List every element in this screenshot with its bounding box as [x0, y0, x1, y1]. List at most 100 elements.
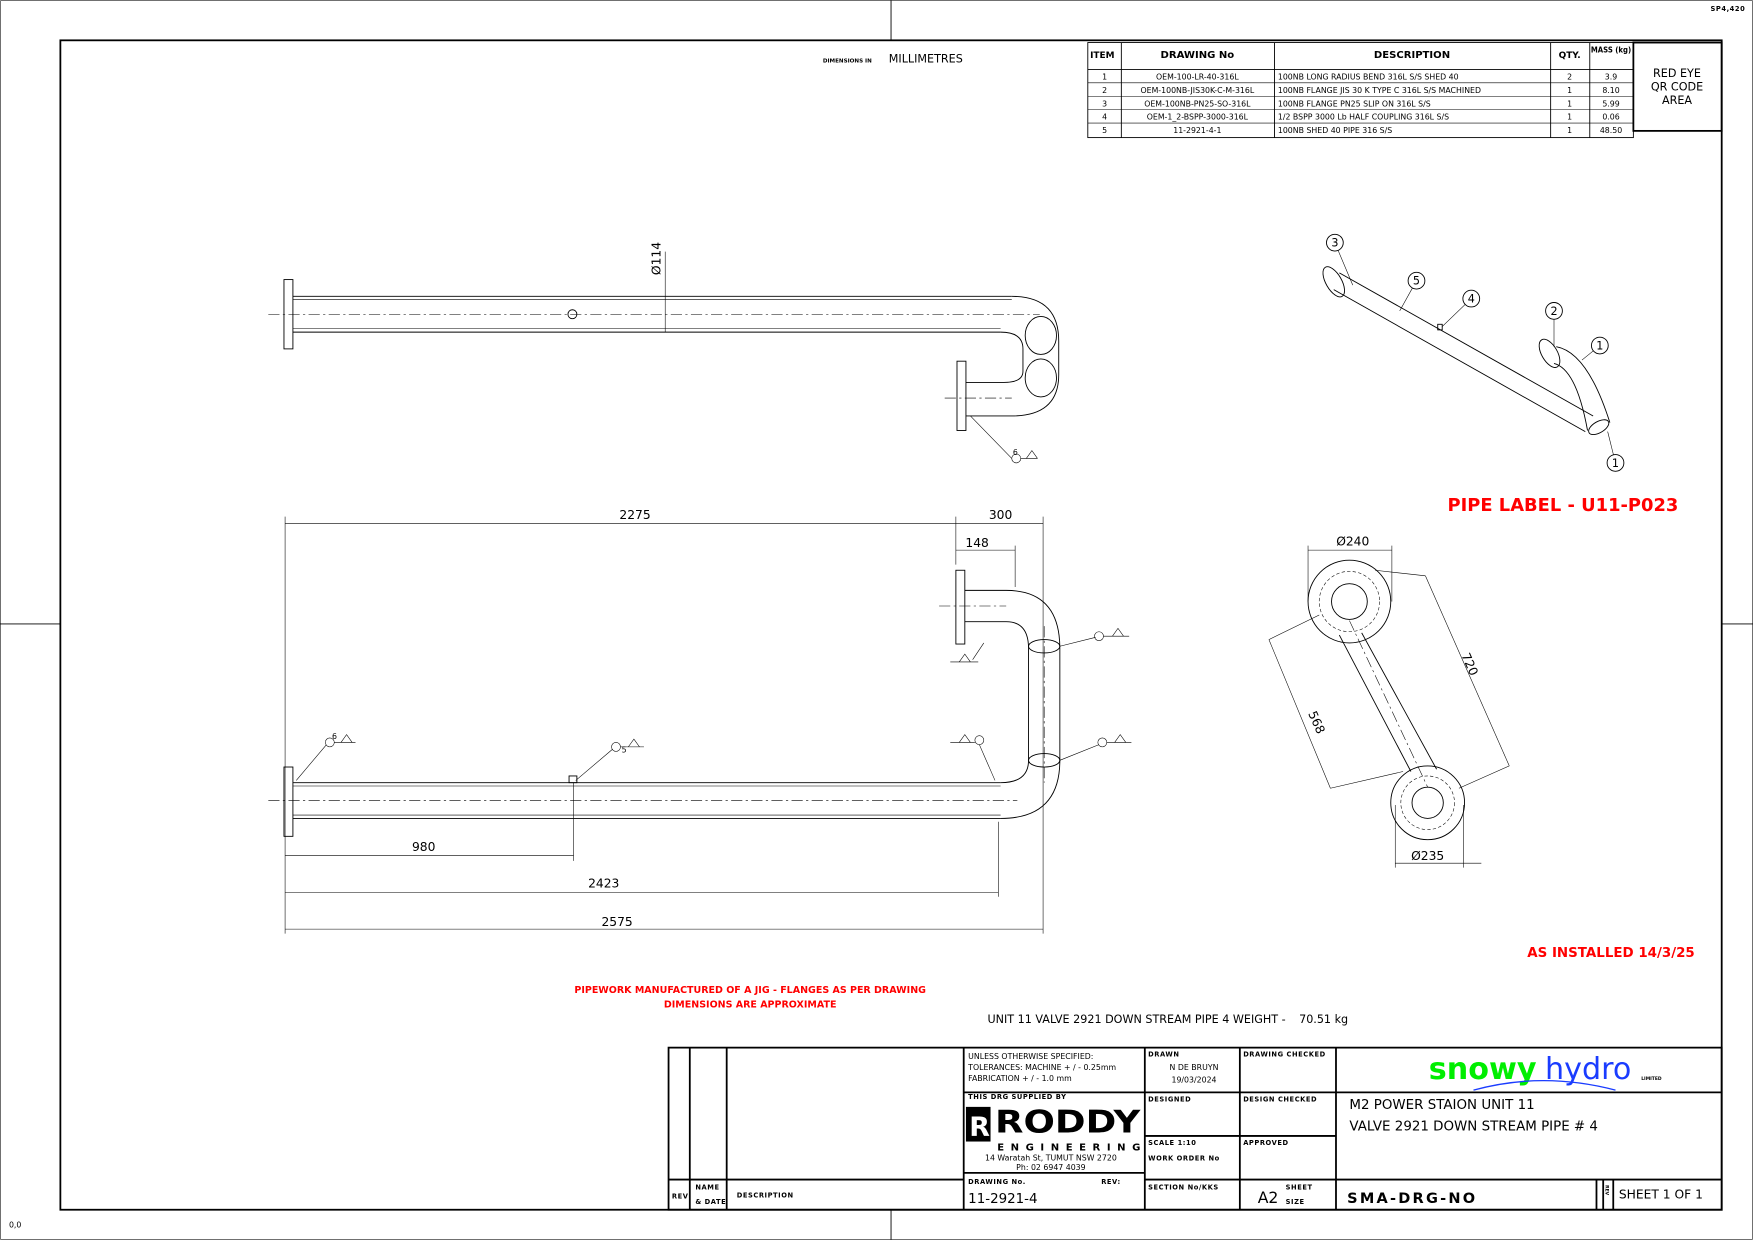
drawing-no-label: DRAWING No.	[968, 1178, 1026, 1186]
snowy-logo-text: snowy	[1429, 1052, 1537, 1087]
bom-cell-mass: 0.06	[1602, 113, 1619, 122]
item-balloon: 3	[1326, 233, 1354, 286]
tolerance-line-3: FABRICATION + / - 1.0 mm	[968, 1074, 1072, 1083]
balloons: 3 5 4 2 1 1	[1326, 233, 1625, 472]
bom-cell-item: 3	[1102, 99, 1107, 108]
isometric-view	[1322, 266, 1611, 435]
bom-header-drawing: DRAWING No	[1161, 50, 1235, 61]
bom-cell-mass: 5.99	[1602, 99, 1619, 108]
roddy-logo-main: RODDY	[995, 1105, 1141, 1141]
drawing-number: 11-2921-4	[968, 1192, 1037, 1207]
tolerance-line-1: UNLESS OTHERWISE SPECIFIED:	[968, 1052, 1093, 1061]
weld-size-coupling: 5	[622, 745, 627, 754]
balloon-number: 1	[1596, 339, 1603, 352]
sheet-size-label-2: SIZE	[1286, 1198, 1305, 1206]
drawn-name: N DE BRUYN	[1170, 1063, 1219, 1072]
end-view: Ø240 720 568 Ø235	[1268, 535, 1510, 868]
balloon-number: 3	[1331, 237, 1338, 250]
weight-value: 70.51 kg	[1299, 1013, 1348, 1026]
balloon-number: 1	[1612, 457, 1619, 470]
dim-300: 300	[989, 508, 1012, 522]
item-balloon: 4	[1442, 289, 1481, 327]
roddy-logo: R RODDY ENGINEERING	[965, 1105, 1141, 1153]
front-view: 2275 300 148 980 2423 2575 6 5	[268, 508, 1132, 934]
qr-area-line-3: AREA	[1662, 94, 1692, 107]
section-label: SECTION No/KKS	[1148, 1184, 1219, 1192]
balloon-number: 2	[1550, 305, 1557, 318]
bom-cell-qty: 2	[1567, 72, 1572, 81]
drawn-date: 19/03/2024	[1171, 1075, 1216, 1084]
item-balloon: 2	[1545, 302, 1563, 347]
dim-2575: 2575	[601, 915, 632, 929]
bom-header-description: DESCRIPTION	[1374, 50, 1450, 61]
bom-row: 2 OEM-100NB-JIS30K-C-M-316L 100NB FLANGE J…	[1102, 86, 1620, 95]
bom-cell-qty: 1	[1567, 86, 1572, 95]
bom-cell-desc: 100NB FLANGE PN25 SLIP ON 316L S/S	[1278, 99, 1431, 108]
balloon-number: 5	[1413, 275, 1420, 288]
name-header-2: & DATE	[695, 1198, 726, 1206]
bom-cell-drawing: OEM-100NB-JIS30K-C-M-316L	[1140, 86, 1254, 95]
dim-568: 568	[1305, 709, 1327, 736]
bom-cell-item: 2	[1102, 86, 1107, 95]
sheet-size: A2	[1258, 1188, 1279, 1207]
bom-cell-desc: 100NB SHED 40 PIPE 316 S/S	[1278, 126, 1392, 135]
designed-label: DESIGNED	[1148, 1095, 1191, 1103]
drawn-label: DRAWN	[1148, 1051, 1179, 1059]
project-line-1: M2 POWER STAION UNIT 11	[1349, 1098, 1534, 1113]
sheet-corner-code: SP4,420	[1711, 5, 1746, 13]
supplier-phone: Ph: 02 6947 4039	[1016, 1163, 1085, 1172]
item-balloon: 1	[1581, 336, 1609, 361]
bom-cell-drawing: OEM-1_2-BSPP-3000-316L	[1147, 113, 1249, 122]
document-number: SMA-DRG-NO	[1347, 1191, 1477, 1207]
coupling-marker-icon	[567, 309, 578, 320]
bom-cell-mass: 8.10	[1602, 86, 1619, 95]
weld-size-top: 6	[1013, 448, 1018, 457]
rev-label: REV:	[1101, 1178, 1121, 1186]
sheet-size-label-1: SHEET	[1286, 1184, 1313, 1192]
weld-size-left: 6	[332, 732, 337, 741]
dim-235: Ø235	[1411, 849, 1444, 863]
sheet-number: SHEET 1 OF 1	[1619, 1188, 1703, 1202]
bom-cell-item: 1	[1102, 72, 1107, 81]
supplied-by-label: THIS DRG SUPPLIED BY	[968, 1093, 1066, 1101]
rev-box-label: REV	[1603, 1185, 1609, 1195]
supplier-address: 14 Waratah St, TUMUT NSW 2720	[985, 1154, 1117, 1163]
dim-240: Ø240	[1336, 535, 1369, 549]
dim-pipe-diameter: Ø114	[650, 242, 664, 275]
bom-cell-drawing: 11-2921-4-1	[1173, 126, 1221, 135]
tolerance-line-2: TOLERANCES: MACHINE + / - 0.25mm	[967, 1063, 1116, 1072]
balloon-number: 4	[1468, 292, 1475, 305]
bom-cell-mass: 3.9	[1605, 72, 1617, 81]
work-order-label: WORK ORDER No	[1148, 1155, 1220, 1163]
bom-header-qty: QTY.	[1559, 51, 1581, 61]
bom-cell-desc: 100NB FLANGE JIS 30 K TYPE C 316L S/S MA…	[1278, 86, 1481, 95]
hydro-logo-text: hydro	[1545, 1052, 1631, 1087]
bom-cell-qty: 1	[1567, 99, 1572, 108]
name-header-1: NAME	[695, 1184, 719, 1192]
design-checked-label: DESIGN CHECKED	[1243, 1095, 1317, 1103]
units-prefix: DIMENSIONS IN	[823, 59, 872, 65]
roddy-logo-sub: ENGINEERING	[997, 1142, 1140, 1153]
scale-label: SCALE 1:10	[1148, 1139, 1196, 1147]
snowy-hydro-logo: snowy hydro LIMITED	[1429, 1052, 1662, 1091]
bom-cell-desc: 100NB LONG RADIUS BEND 316L S/S SHED 40	[1278, 72, 1459, 81]
qr-area-line-2: QR CODE	[1651, 81, 1703, 94]
pipe-label-note: PIPE LABEL - U11-P023	[1448, 495, 1679, 516]
weight-label: UNIT 11 VALVE 2921 DOWN STREAM PIPE 4 WE…	[987, 1013, 1285, 1026]
dim-720: 720	[1458, 651, 1480, 678]
dim-980: 980	[412, 840, 435, 854]
units-value: MILLIMETRES	[889, 53, 963, 66]
origin-label: 0,0	[9, 1221, 21, 1230]
limited-logo-text: LIMITED	[1641, 1076, 1662, 1082]
item-balloon: 1	[1606, 431, 1625, 472]
jig-note-line-1: PIPEWORK MANUFACTURED OF A JIG - FLANGES…	[574, 985, 926, 996]
bom-table: ITEM DRAWING No DESCRIPTION QTY. MASS (k…	[1087, 41, 1723, 139]
bom-cell-item: 4	[1102, 113, 1107, 122]
dim-148: 148	[965, 536, 988, 550]
dim-2423: 2423	[588, 877, 619, 891]
